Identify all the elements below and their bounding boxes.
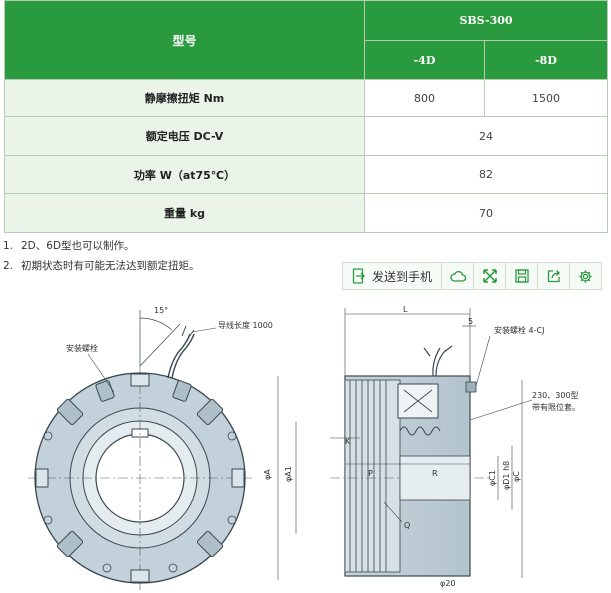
share-icon bbox=[547, 269, 561, 283]
bolt-slot bbox=[56, 530, 84, 558]
side-view: L 5 安装螺栓 4-CJ K P R Q φA φA1 φC1 φD1 h8 … bbox=[263, 305, 580, 588]
rim-pad bbox=[130, 373, 150, 387]
torque-8d-value: 1500 bbox=[484, 79, 608, 117]
table-row: 静摩擦扭矩 Nm 800 1500 bbox=[4, 79, 608, 117]
note-number: 2. bbox=[3, 260, 14, 272]
expand-button[interactable] bbox=[473, 262, 506, 290]
dim-L: L bbox=[403, 305, 408, 314]
settings-icon bbox=[578, 269, 593, 284]
bolt-slot bbox=[56, 398, 84, 426]
note-2: 2. 初期状态时有可能无法达到额定扭矩。 bbox=[3, 258, 200, 273]
row-label-torque: 静摩擦扭矩 Nm bbox=[4, 79, 365, 117]
cloud-button[interactable] bbox=[441, 262, 474, 290]
model-note-line1: 230、300型 bbox=[532, 391, 579, 400]
bolt-slot bbox=[172, 380, 192, 402]
note-1: 1. 2D、6D型也可以制作。 bbox=[3, 238, 135, 253]
table-row: 功率 W（at75℃） 82 bbox=[4, 155, 608, 194]
send-to-phone-label: 发送到手机 bbox=[371, 269, 432, 284]
lead-wire-label: 导线长度 1000 bbox=[218, 320, 273, 330]
spec-table: 型号 SBS-300 -4D -8D 静摩擦扭矩 Nm 800 1500 额定电… bbox=[4, 0, 608, 233]
dim-A1: φA1 bbox=[284, 466, 293, 482]
note-text: 初期状态时有可能无法达到额定扭矩。 bbox=[21, 260, 200, 272]
dim-C1: φC1 bbox=[488, 470, 497, 486]
dim-D1: φD1 h8 bbox=[502, 461, 511, 490]
series-header: SBS-300 bbox=[364, 0, 608, 41]
note-text: 2D、6D型也可以制作。 bbox=[21, 240, 135, 252]
mount-bolt bbox=[465, 381, 477, 393]
rim-pad bbox=[130, 569, 150, 583]
dim-K: K bbox=[345, 437, 351, 446]
dim-C: φC bbox=[512, 471, 521, 482]
weight-value: 70 bbox=[364, 193, 608, 233]
voltage-value: 24 bbox=[364, 116, 608, 156]
model-header: 型号 bbox=[4, 0, 365, 80]
save-button[interactable] bbox=[505, 262, 538, 290]
table-row: 重量 kg 70 bbox=[4, 193, 608, 233]
torque-4d-value: 800 bbox=[364, 79, 485, 117]
dim-Q: Q bbox=[404, 521, 410, 530]
dim-A: φA bbox=[263, 469, 272, 480]
cloud-icon bbox=[449, 270, 466, 282]
model-note-line2: 带有限位套。 bbox=[532, 402, 580, 412]
row-label-weight: 重量 kg bbox=[4, 193, 365, 233]
rim-pad bbox=[231, 468, 245, 488]
variant-header-8d: -8D bbox=[484, 40, 608, 80]
action-toolbar: 发送到手机 bbox=[342, 262, 602, 290]
send-to-phone-icon bbox=[352, 268, 366, 284]
settings-button[interactable] bbox=[569, 262, 602, 290]
mount-bolt-label: 安装螺栓 bbox=[66, 343, 98, 353]
bolt-slot bbox=[196, 530, 224, 558]
share-button[interactable] bbox=[537, 262, 570, 290]
dim-5: 5 bbox=[468, 317, 473, 326]
save-icon bbox=[514, 269, 529, 283]
power-value: 82 bbox=[364, 155, 608, 194]
friction-plate bbox=[344, 379, 401, 573]
bottom-label: φ20 bbox=[440, 579, 455, 588]
front-view: 15° 导线长度 1000 安装螺栓 bbox=[28, 306, 273, 590]
variant-header-4d: -4D bbox=[364, 40, 485, 80]
technical-drawing: 15° 导线长度 1000 安装螺栓 L 5 bbox=[28, 305, 580, 590]
rim-pad bbox=[35, 468, 49, 488]
send-to-phone-button[interactable]: 发送到手机 bbox=[342, 262, 442, 290]
angle-label: 15° bbox=[154, 306, 168, 315]
row-label-voltage: 额定电压 DC-V bbox=[4, 116, 365, 156]
dim-P: P bbox=[368, 469, 373, 478]
table-row: 额定电压 DC-V 24 bbox=[4, 116, 608, 156]
expand-icon bbox=[482, 269, 497, 283]
row-label-power: 功率 W（at75℃） bbox=[4, 155, 365, 194]
note-number: 1. bbox=[3, 240, 14, 252]
mount-bolt-label-right: 安装螺栓 4-CJ bbox=[494, 325, 544, 335]
bolt-slot bbox=[196, 398, 224, 426]
dim-R: R bbox=[432, 469, 438, 478]
hub-bore bbox=[399, 455, 471, 501]
